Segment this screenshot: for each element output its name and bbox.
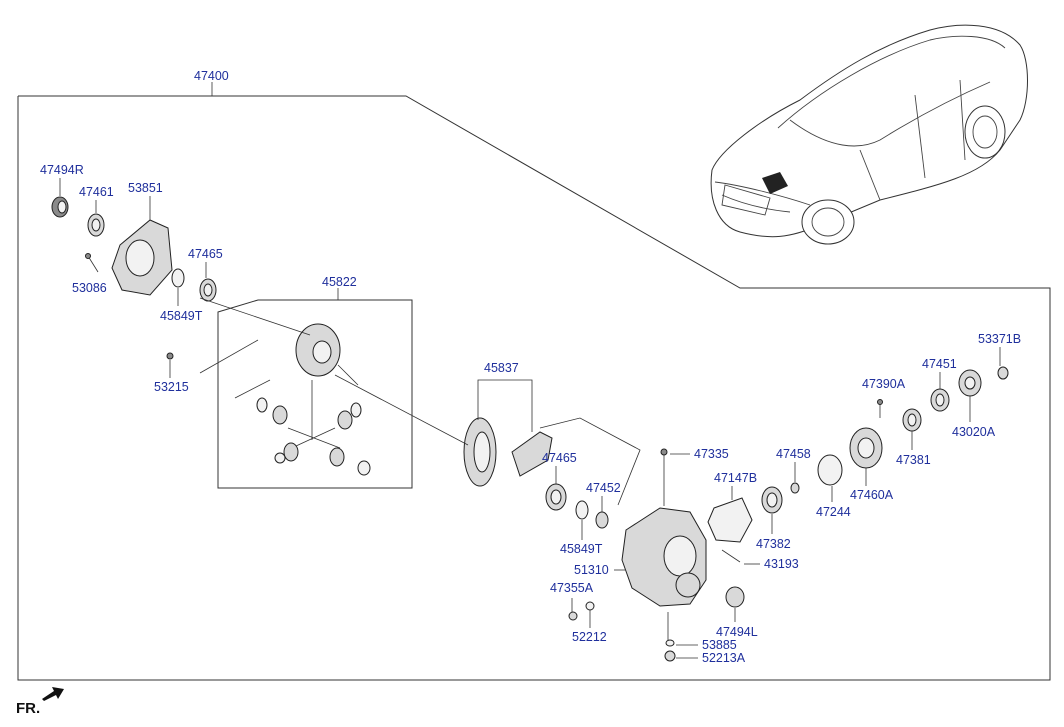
part-label-47458[interactable]: 47458 (776, 447, 811, 461)
part-label-53086[interactable]: 53086 (72, 281, 107, 295)
part-label-52212[interactable]: 52212 (572, 630, 607, 644)
part-label-43193[interactable]: 43193 (764, 557, 799, 571)
part-label-52213A[interactable]: 52213A (702, 651, 746, 665)
part-label-53371B[interactable]: 53371B (978, 332, 1021, 346)
part-label-53215[interactable]: 53215 (154, 380, 189, 394)
parts-group-left (51, 196, 553, 487)
part-label-47451[interactable]: 47451 (922, 357, 957, 371)
part-label-47244[interactable]: 47244 (816, 505, 851, 519)
part-label-45849T-center[interactable]: 45849T (560, 542, 603, 556)
part-label-45849T-top[interactable]: 45849T (160, 309, 203, 323)
part-label-47355A[interactable]: 47355A (550, 581, 594, 595)
part-label-53885[interactable]: 53885 (702, 638, 737, 652)
part-label-51310[interactable]: 51310 (574, 563, 609, 577)
part-label-47465-center[interactable]: 47465 (542, 451, 577, 465)
part-label-47494L[interactable]: 47494L (716, 625, 758, 639)
highlight-location (762, 172, 788, 194)
part-label-43020A[interactable]: 43020A (952, 425, 996, 439)
part-label-47494R[interactable]: 47494R (40, 163, 84, 177)
assembly-number-label[interactable]: 47400 (194, 69, 229, 83)
part-label-47460A[interactable]: 47460A (850, 488, 894, 502)
part-label-47381[interactable]: 47381 (896, 453, 931, 467)
parts-group-center (199, 297, 1009, 662)
part-label-47335[interactable]: 47335 (694, 447, 729, 461)
part-label-47390A[interactable]: 47390A (862, 377, 906, 391)
part-label-45822[interactable]: 45822 (322, 275, 357, 289)
front-direction-arrow-icon (42, 687, 64, 701)
front-direction-label: FR. (16, 700, 41, 717)
assembly-frame (17, 95, 1051, 681)
car-illustration (710, 24, 1028, 245)
part-label-45837[interactable]: 45837 (484, 361, 519, 375)
part-label-47382[interactable]: 47382 (756, 537, 791, 551)
part-label-47465-top[interactable]: 47465 (188, 247, 223, 261)
part-label-47452[interactable]: 47452 (586, 481, 621, 495)
part-label-53851[interactable]: 53851 (128, 181, 163, 195)
part-label-47461[interactable]: 47461 (79, 185, 114, 199)
differential-subframe (217, 299, 413, 489)
part-label-47147B[interactable]: 47147B (714, 471, 757, 485)
